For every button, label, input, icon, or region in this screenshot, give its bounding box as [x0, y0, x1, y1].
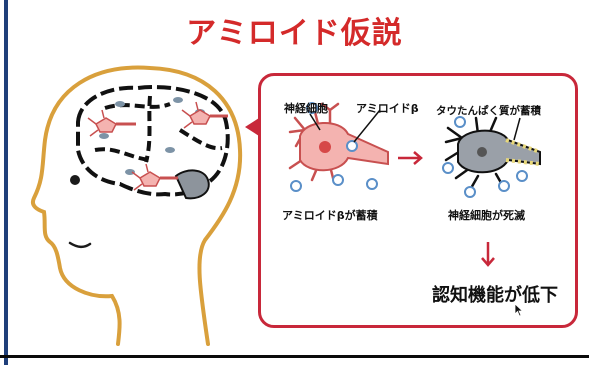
left-edge-rule — [4, 0, 8, 365]
brain-neuron-1 — [87, 109, 136, 137]
brain-fold-3 — [178, 128, 223, 151]
neuron-label-line — [309, 113, 321, 131]
arrow-down-icon — [481, 242, 495, 267]
label-tau-accumulation: タウたんぱく質が蓄積 — [436, 105, 541, 117]
label-neuron-death: 神経細胞が死滅 — [448, 209, 525, 222]
amyloid-label-line — [353, 109, 381, 143]
brain-outline — [76, 85, 230, 197]
brain-neuron-3 — [131, 163, 178, 191]
brain-fold-1 — [104, 102, 171, 110]
amyloid-beta-deposits-2 — [442, 116, 528, 198]
panel-pointer — [245, 118, 259, 136]
tau-label-line — [513, 117, 521, 141]
healthy-neuron — [288, 102, 389, 184]
brain-neuron-2 — [181, 101, 228, 129]
label-neuron: 神経細胞 — [284, 102, 328, 115]
eye-mark — [70, 175, 80, 185]
result-cognitive-decline: 認知機能が低下 — [432, 285, 558, 306]
mouth-mark — [68, 241, 92, 249]
head-brain-illustration — [31, 65, 243, 346]
brain-fold-2 — [144, 95, 152, 163]
page-title: アミロイド仮説 — [186, 16, 403, 51]
bottom-edge-rule — [0, 355, 589, 358]
cerebellum — [174, 169, 210, 200]
mouse-cursor-icon — [514, 303, 524, 317]
dying-neuron — [444, 116, 541, 192]
label-amyloid-accumulation: アミロイドβが蓄積 — [282, 209, 378, 222]
brain-fold-4 — [94, 147, 151, 162]
head-outline — [31, 65, 243, 346]
label-amyloid-beta: アミロイドβ — [356, 102, 419, 115]
arrow-right-icon — [398, 151, 423, 165]
amyloid-beta-deposits — [290, 102, 378, 192]
